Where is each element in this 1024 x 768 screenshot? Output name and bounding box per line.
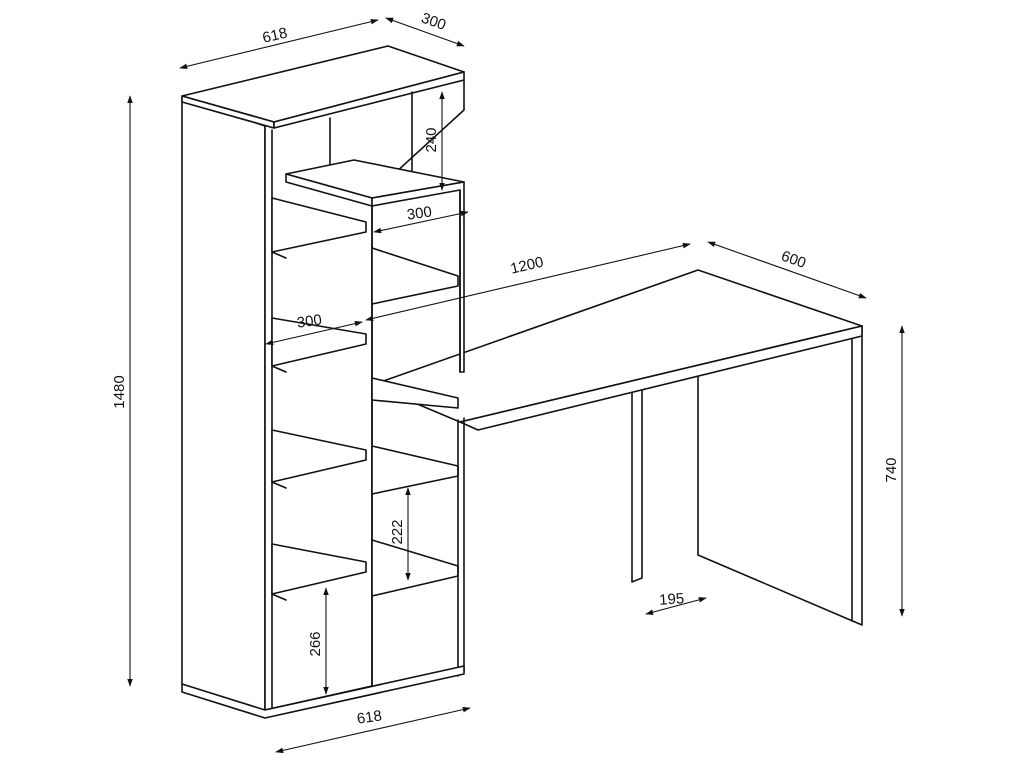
label-desk-height: 740 <box>883 457 900 482</box>
label-shelf-width: 300 <box>296 311 323 331</box>
label-lower-gap: 222 <box>389 519 406 544</box>
shelf-left-4 <box>271 543 367 595</box>
shelf-right-4 <box>371 539 459 597</box>
dim-top-depth-line <box>385 17 465 47</box>
bookcase-base <box>181 665 465 719</box>
label-top-depth: 300 <box>419 10 448 35</box>
shelf-right-1 <box>371 247 459 305</box>
label-bottom-width: 618 <box>356 707 383 727</box>
label-desk-width: 1200 <box>509 254 545 278</box>
label-inner-width: 300 <box>406 203 433 223</box>
dim-leg-depth-line <box>645 597 707 615</box>
bookcase-top-front <box>273 71 465 129</box>
label-leg-depth: 195 <box>659 590 685 609</box>
dim-top-width-line <box>179 18 379 70</box>
label-bottom-gap: 266 <box>307 631 324 656</box>
shelf-left-1 <box>271 197 367 253</box>
dim-desk-width-line <box>365 242 691 322</box>
label-top-width: 618 <box>261 25 289 47</box>
desk-back-leg <box>631 385 643 583</box>
shelf-right-2 <box>371 377 459 409</box>
dim-bottom-width-line <box>275 706 471 754</box>
dim-shelf-width-line <box>265 320 363 346</box>
shelf-right-3 <box>371 445 459 495</box>
bookcase-left-side <box>181 97 266 713</box>
label-upper-gap: 240 <box>423 127 440 152</box>
desk <box>371 269 863 626</box>
label-total-height: 1480 <box>111 375 128 408</box>
dim-desk-depth-line <box>707 241 867 299</box>
dim-inner-width-line <box>373 210 469 234</box>
dimension-lines <box>127 17 905 754</box>
shelf-left-3 <box>271 429 367 483</box>
dimension-labels: 618 300 240 300 1200 600 300 1480 740 22… <box>111 10 900 728</box>
desk-top-front-edge <box>459 325 863 431</box>
